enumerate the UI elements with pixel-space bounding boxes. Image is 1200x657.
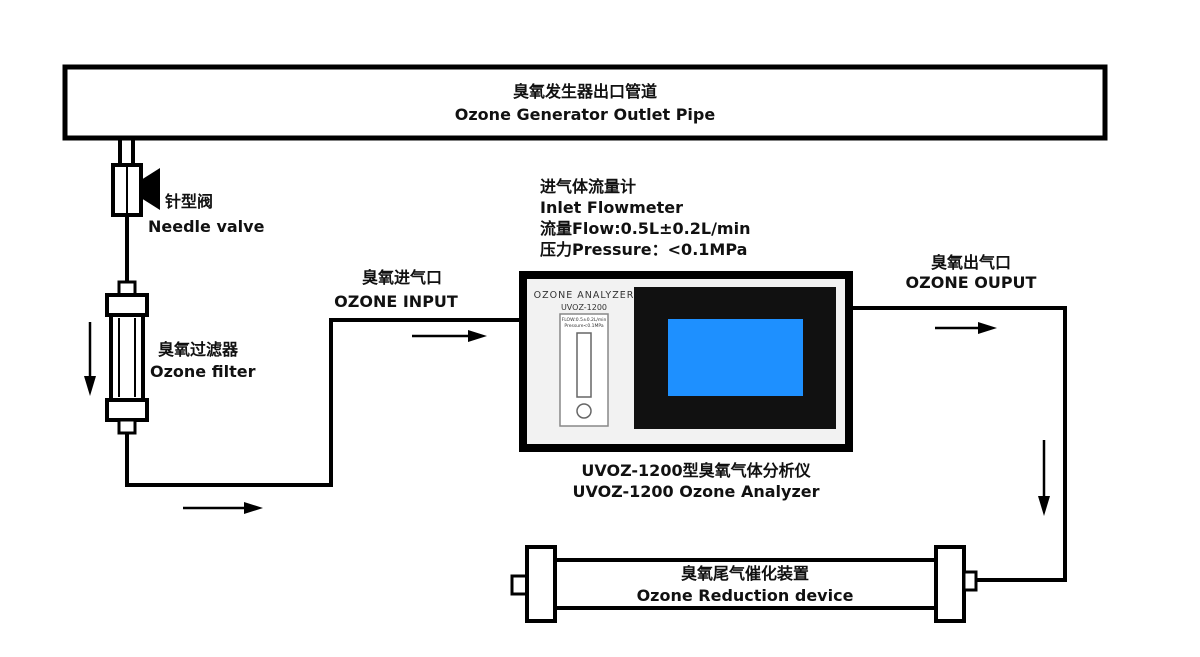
output-down-arrow-icon xyxy=(1038,440,1050,516)
ozone-input-label-cn: 臭氧进气口 xyxy=(362,268,442,287)
ozone-output: 臭氧出气口 OZONE OUPUT xyxy=(906,253,1037,292)
flowmeter-knob-icon xyxy=(576,403,592,419)
ozone-input: 臭氧进气口 OZONE INPUT xyxy=(334,268,458,311)
tube-analyzer-reduction xyxy=(853,306,1067,582)
ozone-filter: 臭氧过滤器 Ozone filter xyxy=(105,280,256,435)
ozone-output-label-en: OZONE OUPUT xyxy=(906,273,1037,292)
ozone-filter-label-en: Ozone filter xyxy=(150,362,256,381)
flow-right-arrow-icon xyxy=(183,502,263,514)
flowmeter-flow: 流量Flow:0.5L±0.2L/min xyxy=(540,219,750,238)
needle-valve-label-cn: 针型阀 xyxy=(165,192,213,211)
ozone-output-label-cn: 臭氧出气口 xyxy=(931,253,1011,272)
flowmeter-label-en: Inlet Flowmeter xyxy=(540,198,683,217)
flowmeter-window-label-2: Pressure<0.1MPa xyxy=(564,323,604,329)
reduction-device-label-en: Ozone Reduction device xyxy=(637,586,854,605)
pipe-connector xyxy=(118,138,135,165)
needle-valve-handle-icon xyxy=(141,168,160,210)
flowmeter-label-cn: 进气体流量计 xyxy=(540,177,636,196)
needle-valve: 针型阀 Needle valve xyxy=(111,163,265,236)
inlet-flowmeter-specs: 进气体流量计 Inlet Flowmeter 流量Flow:0.5L±0.2L/… xyxy=(540,177,750,259)
analyzer-caption-en: UVOZ-1200 Ozone Analyzer xyxy=(572,482,819,501)
flow-down-arrow-icon xyxy=(84,322,96,396)
flowmeter-window-label-1: FLOW:0.5±0.2L/min xyxy=(562,317,607,323)
input-right-arrow-icon xyxy=(412,330,487,342)
analyzer-caption-cn: UVOZ-1200型臭氧气体分析仪 xyxy=(581,461,811,480)
outlet-pipe-label-en: Ozone Generator Outlet Pipe xyxy=(455,105,716,124)
output-right-arrow-icon xyxy=(935,322,997,334)
flowmeter-tube xyxy=(576,332,592,398)
outlet-pipe-label-cn: 臭氧发生器出口管道 xyxy=(513,82,657,101)
analyzer-panel-model: UVOZ-1200 xyxy=(561,303,607,312)
flowmeter-pressure: 压力Pressure：<0.1MPa xyxy=(540,240,747,259)
ozone-reduction-device: 臭氧尾气催化装置 Ozone Reduction device xyxy=(510,545,978,623)
tube-filter-analyzer xyxy=(125,318,526,487)
ozone-input-label-en: OZONE INPUT xyxy=(334,292,458,311)
analyzer-panel-title: OZONE ANALYZER xyxy=(534,290,635,301)
outlet-pipe: 臭氧发生器出口管道 Ozone Generator Outlet Pipe xyxy=(62,64,1108,141)
display-screen xyxy=(668,319,803,396)
ozone-analyzer: OZONE ANALYZER UVOZ-1200 FLOW:0.5±0.2L/m… xyxy=(519,271,853,501)
ozone-filter-label-cn: 臭氧过滤器 xyxy=(158,340,239,359)
needle-valve-label-en: Needle valve xyxy=(148,217,265,236)
reduction-device-label-cn: 臭氧尾气催化装置 xyxy=(681,564,809,583)
